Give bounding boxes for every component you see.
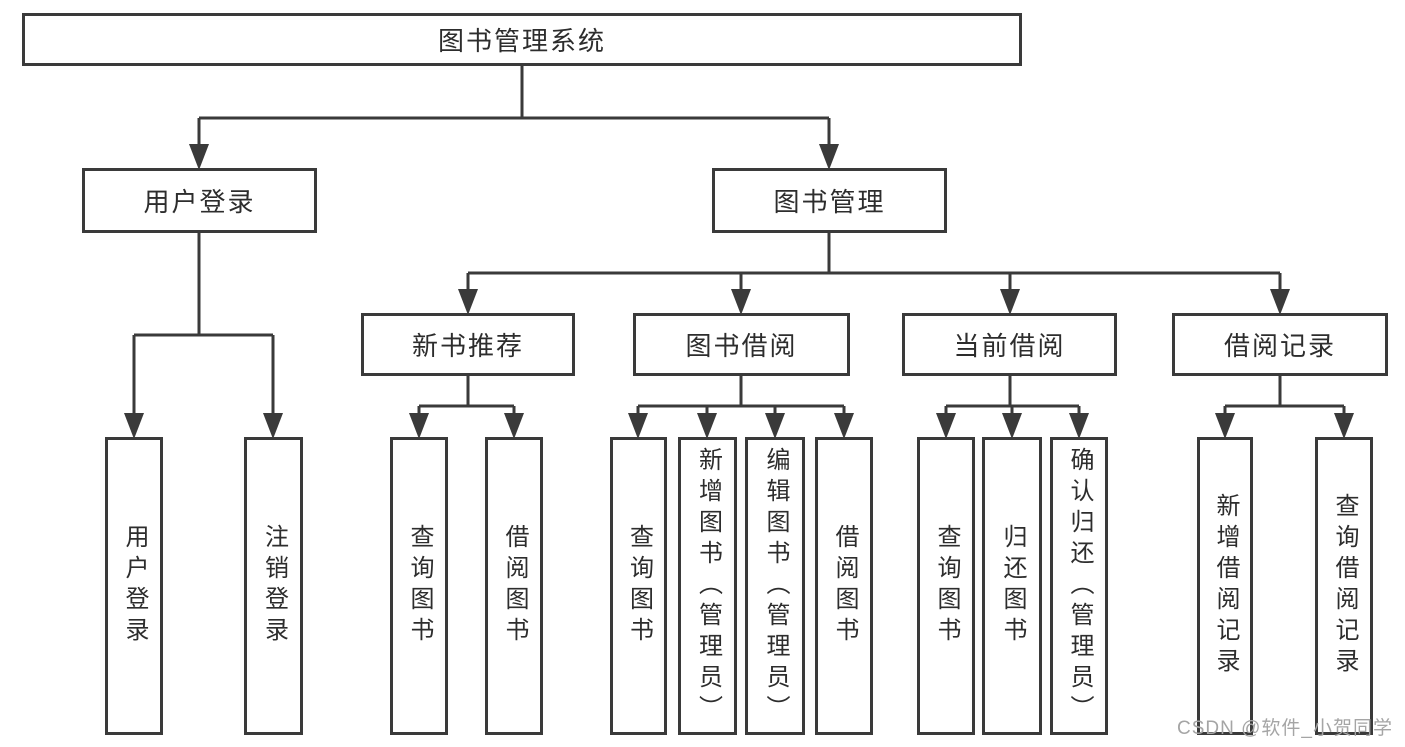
node-cur-confirm-return-admin: 确认归还（管理员） — [1050, 437, 1108, 735]
connector-book-mgmt-children — [466, 233, 1282, 292]
node-user-login-group: 用户登录 — [82, 168, 317, 233]
connector-borrow-children — [636, 376, 846, 415]
node-recd-query-record-label: 查询借阅记录 — [1331, 493, 1358, 679]
arrowhead — [458, 289, 478, 315]
node-cur-query-books-label: 查询图书 — [933, 524, 960, 648]
node-bor-edit-books-admin-label: 编辑图书（管理员） — [762, 446, 789, 726]
node-bor-borrow-books-label: 借阅图书 — [831, 524, 858, 648]
node-rec-borrow-books: 借阅图书 — [485, 437, 543, 735]
node-root-label: 图书管理系统 — [437, 26, 606, 56]
arrowhead — [263, 413, 283, 439]
arrowheads — [124, 144, 1354, 439]
arrowhead — [504, 413, 524, 439]
node-rec-borrow-books-label: 借阅图书 — [501, 524, 528, 648]
arrowhead — [1069, 413, 1089, 439]
node-new-book-rec-label: 新书推荐 — [411, 331, 524, 361]
node-root: 图书管理系统 — [22, 13, 1022, 66]
node-bor-add-books-admin-label: 新增图书（管理员） — [694, 446, 722, 726]
node-book-borrow: 图书借阅 — [633, 313, 850, 376]
node-login: 用户登录 — [105, 437, 163, 735]
node-logout-label: 注销登录 — [260, 524, 288, 648]
node-bor-edit-books-admin: 编辑图书（管理员） — [745, 437, 805, 735]
arrowhead — [697, 413, 717, 439]
node-rec-query-books: 查询图书 — [390, 437, 448, 735]
connector-new-rec-children — [417, 376, 516, 415]
connector-current-children — [944, 376, 1081, 415]
connector-root-children — [197, 65, 831, 148]
node-bor-query-books: 查询图书 — [610, 437, 667, 735]
arrowhead — [834, 413, 854, 439]
node-book-mgmt: 图书管理 — [712, 168, 947, 233]
node-cur-return-books-label: 归还图书 — [999, 524, 1026, 648]
node-logout: 注销登录 — [244, 437, 303, 735]
arrowhead — [1334, 413, 1354, 439]
node-book-borrow-label: 图书借阅 — [685, 331, 798, 361]
csdn-watermark: CSDN @软件_小贺同学 — [1177, 718, 1393, 739]
arrowhead — [189, 144, 209, 170]
node-recd-query-record: 查询借阅记录 — [1315, 437, 1373, 735]
arrowhead — [765, 413, 785, 439]
node-cur-return-books: 归还图书 — [982, 437, 1042, 735]
node-cur-query-books: 查询图书 — [917, 437, 975, 735]
node-recd-add-record-label: 新增借阅记录 — [1212, 493, 1239, 679]
arrowhead — [628, 413, 648, 439]
connector-lines — [132, 65, 1346, 415]
connector-records-children — [1223, 376, 1346, 415]
node-current-borrow: 当前借阅 — [902, 313, 1117, 376]
arrowhead — [936, 413, 956, 439]
node-rec-query-books-label: 查询图书 — [406, 524, 433, 648]
arrowhead — [1000, 289, 1020, 315]
node-bor-add-books-admin: 新增图书（管理员） — [678, 437, 737, 735]
arrowhead — [731, 289, 751, 315]
arrowhead — [1002, 413, 1022, 439]
arrowhead — [124, 413, 144, 439]
arrowhead — [409, 413, 429, 439]
arrowhead — [1215, 413, 1235, 439]
node-borrow-records: 借阅记录 — [1172, 313, 1388, 376]
node-login-label: 用户登录 — [121, 524, 148, 648]
node-new-book-rec: 新书推荐 — [361, 313, 575, 376]
arrowhead — [1270, 289, 1290, 315]
node-bor-borrow-books: 借阅图书 — [815, 437, 873, 735]
node-borrow-records-label: 借阅记录 — [1223, 331, 1336, 361]
node-cur-confirm-return-admin-label: 确认归还（管理员） — [1066, 446, 1093, 726]
node-recd-add-record: 新增借阅记录 — [1197, 437, 1253, 735]
connector-user-login-children — [132, 233, 275, 415]
node-bor-query-books-label: 查询图书 — [625, 524, 653, 648]
arrowhead — [819, 144, 839, 170]
node-current-borrow-label: 当前借阅 — [953, 331, 1066, 361]
node-user-login-group-label: 用户登录 — [143, 187, 256, 217]
node-book-mgmt-label: 图书管理 — [773, 187, 886, 217]
